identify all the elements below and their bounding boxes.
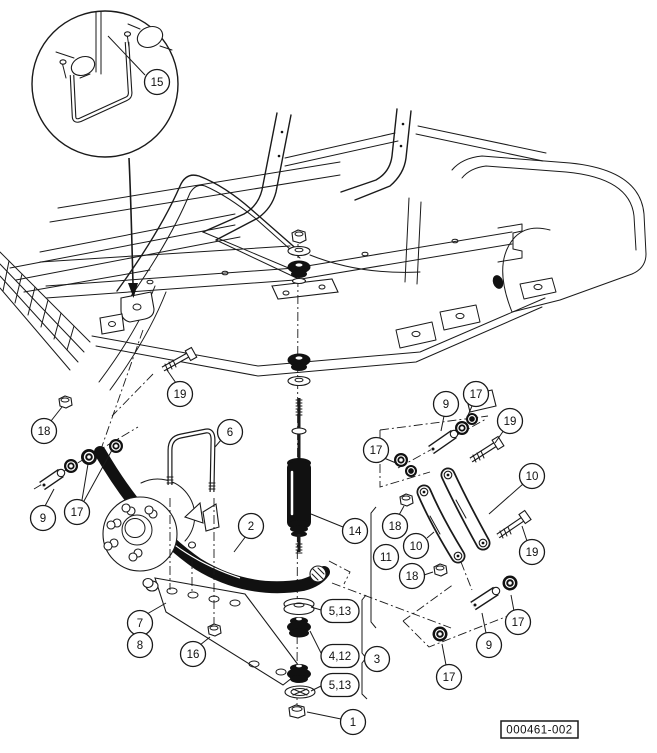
upper-mount-stack	[287, 229, 311, 387]
spring-hanger-bracket	[99, 291, 155, 335]
callout-17-bottom-upper: 17	[504, 608, 532, 636]
brake-drum	[102, 478, 196, 572]
callout-6: 6	[216, 418, 244, 446]
shock-absorber	[287, 398, 311, 554]
svg-text:19: 19	[526, 547, 539, 559]
callout-7: 7	[126, 609, 154, 637]
callout-17-bottom-lower: 17	[435, 663, 463, 691]
svg-text:10: 10	[410, 541, 423, 553]
callout-1: 1	[339, 708, 367, 736]
callout-11: 11	[372, 543, 400, 571]
callout-14: 14	[341, 517, 369, 545]
callout-17-right-top: 17	[462, 380, 490, 408]
wheel-studs	[103, 503, 158, 562]
shackle-links	[394, 413, 532, 577]
lower-right-hardware	[432, 575, 518, 642]
svg-text:18: 18	[38, 426, 51, 438]
callout-19-right-lower: 19	[518, 538, 546, 566]
callout-4-12: 4,12	[320, 643, 360, 669]
svg-text:19: 19	[174, 389, 187, 401]
svg-text:1: 1	[350, 717, 356, 729]
svg-text:8: 8	[137, 640, 143, 652]
svg-text:18: 18	[389, 521, 402, 533]
spring-plate	[142, 577, 303, 686]
callout-19-right-top: 19	[496, 407, 524, 435]
right-body-panel	[404, 155, 647, 313]
svg-text:9: 9	[40, 513, 46, 525]
callouts: 15 19 18 9 17 6 2 14	[29, 68, 546, 736]
callout-15: 15	[143, 68, 171, 96]
leader-lines	[44, 35, 528, 720]
svg-text:17: 17	[512, 617, 525, 629]
callout-5-13-upper: 5,13	[320, 598, 360, 624]
svg-text:17: 17	[443, 672, 456, 684]
callout-9-bottom: 9	[475, 631, 503, 659]
callout-10-left: 10	[402, 532, 430, 560]
vehicle-frame	[0, 108, 647, 413]
svg-text:9: 9	[443, 399, 449, 411]
callout-19-left: 19	[166, 380, 194, 408]
spring-clamp-wedge	[183, 501, 220, 532]
svg-text:5,13: 5,13	[329, 680, 351, 692]
svg-text:7: 7	[137, 618, 143, 630]
retainer-rod	[69, 41, 133, 123]
svg-text:19: 19	[504, 416, 517, 428]
svg-text:9: 9	[486, 640, 492, 652]
callout-10-right: 10	[518, 462, 546, 490]
svg-text:17: 17	[470, 389, 483, 401]
cross-member-feet	[395, 275, 557, 349]
callout-9-right-top: 9	[432, 390, 460, 418]
svg-text:11: 11	[380, 552, 392, 564]
callout-18-lower: 18	[398, 562, 426, 590]
callout-3: 3	[363, 645, 391, 673]
svg-text:18: 18	[406, 571, 419, 583]
svg-text:4,12: 4,12	[329, 651, 351, 663]
callout-8: 8	[126, 631, 154, 659]
part-number-label: 000461-002	[506, 725, 572, 737]
svg-text:16: 16	[187, 649, 200, 661]
callout-9-left: 9	[29, 504, 57, 532]
seat-support-tubes	[202, 108, 412, 241]
bumper	[0, 251, 91, 371]
spring-rear-eye	[309, 565, 327, 583]
callout-16: 16	[179, 640, 207, 668]
svg-text:17: 17	[370, 445, 383, 457]
svg-text:14: 14	[349, 526, 362, 538]
callout-5-13-lower: 5,13	[320, 672, 360, 698]
pointer-arrow	[128, 157, 138, 298]
svg-text:10: 10	[526, 471, 539, 483]
callout-17-left: 17	[63, 498, 91, 526]
lower-washer-stack	[283, 597, 316, 719]
plate-nut	[207, 623, 222, 637]
callout-2: 2	[237, 512, 265, 540]
part-number-box: 000461-002	[500, 720, 579, 739]
callout-18-upper: 18	[381, 512, 409, 540]
left-mount-hardware	[39, 346, 198, 491]
u-bolt	[166, 428, 216, 493]
inset-detail-circle	[31, 10, 179, 158]
svg-text:2: 2	[248, 521, 254, 533]
svg-text:3: 3	[374, 654, 380, 666]
svg-text:6: 6	[227, 427, 233, 439]
shock-mount-plate	[271, 278, 339, 300]
callout-17-mid: 17	[362, 436, 390, 464]
svg-text:17: 17	[71, 507, 84, 519]
svg-text:15: 15	[151, 77, 164, 89]
callout-18-left: 18	[30, 417, 58, 445]
svg-text:5,13: 5,13	[329, 606, 351, 618]
projection-lines	[169, 498, 215, 624]
